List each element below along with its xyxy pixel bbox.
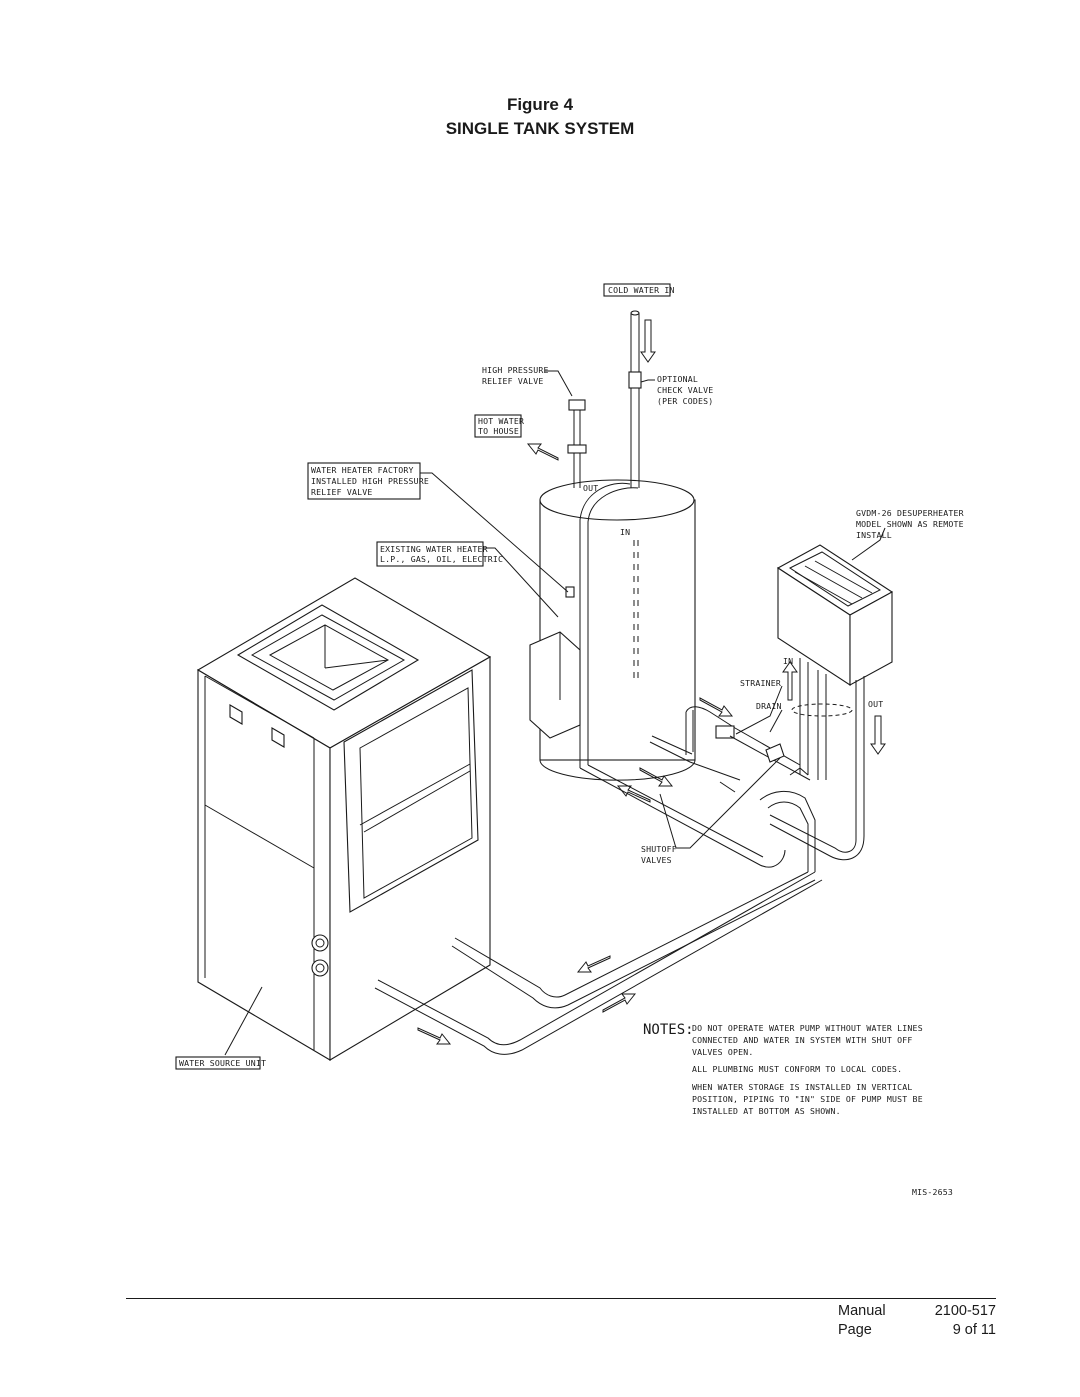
drawing-number: MIS-2653 — [912, 1187, 953, 1197]
water-source-unit-label: WATER SOURCE UNIT — [175, 1056, 266, 1070]
note-line: WHEN WATER STORAGE IS INSTALLED IN VERTI… — [692, 1082, 913, 1092]
notes-heading: NOTES: — [643, 1022, 694, 1038]
desuperheater-unit — [776, 544, 894, 790]
desuperheater-label-3: INSTALL — [856, 530, 892, 540]
svg-text:WATER SOURCE UNIT: WATER SOURCE UNIT — [179, 1058, 266, 1068]
svg-text:WATER HEATER FACTORY: WATER HEATER FACTORY — [311, 465, 414, 475]
water-source-unit — [196, 577, 492, 1061]
note-line: VALVES OPEN. — [692, 1047, 754, 1057]
desuperheater-label-1: GVDM-26 DESUPERHEATER — [856, 508, 964, 518]
svg-text:TO HOUSE: TO HOUSE — [478, 426, 519, 436]
valves-label: VALVES — [641, 855, 672, 865]
note-line: ALL PLUMBING MUST CONFORM TO LOCAL CODES… — [692, 1064, 902, 1074]
svg-text:L.P., GAS, OIL, ELECTRIC: L.P., GAS, OIL, ELECTRIC — [380, 554, 503, 564]
note-line: POSITION, PIPING TO "IN" SIDE OF PUMP MU… — [692, 1094, 923, 1104]
optional-label: OPTIONAL — [657, 374, 698, 384]
notes-block: NOTES: DO NOT OPERATE WATER PUMP WITHOUT… — [643, 1022, 923, 1116]
svg-text:EXISTING WATER HEATER: EXISTING WATER HEATER — [380, 544, 488, 554]
page-label: Page — [838, 1322, 872, 1338]
factory-relief-label: WATER HEATER FACTORY INSTALLED HIGH PRES… — [307, 462, 429, 500]
unit-loop-piping — [374, 790, 865, 1055]
tank-out-label: OUT — [583, 483, 598, 493]
leader-lines — [420, 370, 886, 849]
pump-in-label: IN — [783, 656, 793, 666]
high-pressure-label: HIGH PRESSURE — [482, 365, 549, 375]
strainer-label: STRAINER — [740, 678, 781, 688]
footer-rule — [126, 1298, 996, 1299]
desuperheater-label-2: MODEL SHOWN AS REMOTE — [856, 519, 964, 529]
note-line: INSTALLED AT BOTTOM AS SHOWN. — [692, 1106, 841, 1116]
supply-piping — [567, 310, 786, 868]
tank-in-label: IN — [620, 527, 630, 537]
pump-out-label: OUT — [868, 699, 883, 709]
cold-water-in-label: COLD WATER IN — [603, 283, 675, 297]
shutoff-label: SHUTOFF — [641, 844, 677, 854]
svg-text:INSTALLED HIGH PRESSURE: INSTALLED HIGH PRESSURE — [311, 476, 429, 486]
svg-text:COLD WATER IN: COLD WATER IN — [608, 285, 675, 295]
hot-water-label: HOT WATER TO HOUSE — [474, 414, 524, 438]
note-line: DO NOT OPERATE WATER PUMP WITHOUT WATER … — [692, 1023, 923, 1033]
figure-title: SINGLE TANK SYSTEM — [445, 119, 635, 138]
svg-text:HOT WATER: HOT WATER — [478, 416, 524, 426]
manual-number: 2100-517 — [934, 1303, 996, 1319]
page-number: 9 of 11 — [952, 1322, 996, 1338]
flow-arrows — [417, 319, 886, 1045]
svg-text:RELIEF VALVE: RELIEF VALVE — [311, 487, 373, 497]
per-codes-label: (PER CODES) — [657, 396, 713, 406]
figure-number: Figure 4 — [506, 95, 574, 114]
existing-heater-label: EXISTING WATER HEATER L.P., GAS, OIL, EL… — [376, 541, 503, 567]
manual-label: Manual — [838, 1303, 886, 1319]
strainer-drain-assembly — [649, 706, 811, 793]
relief-valve-label: RELIEF VALVE — [482, 376, 544, 386]
water-heater-tank — [529, 479, 696, 781]
check-valve-label: CHECK VALVE — [657, 385, 713, 395]
drain-label: DRAIN — [756, 701, 782, 711]
note-line: CONNECTED AND WATER IN SYSTEM WITH SHUT … — [692, 1035, 913, 1045]
